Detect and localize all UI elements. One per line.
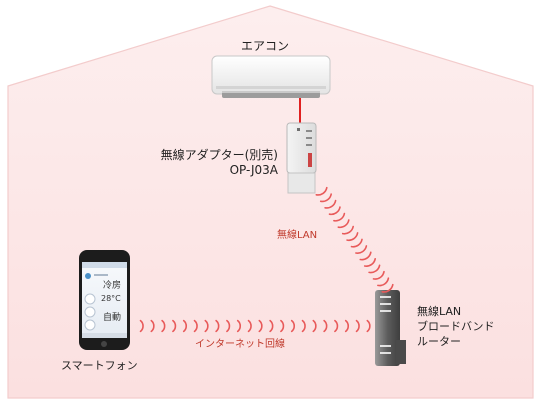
phone-mode-text: 冷房 bbox=[103, 281, 122, 291]
wave-arc bbox=[161, 319, 166, 333]
router bbox=[375, 290, 406, 366]
wave-arc bbox=[236, 319, 242, 333]
wave-arc bbox=[344, 319, 350, 333]
wave-arc bbox=[359, 251, 372, 261]
wave-arc bbox=[363, 258, 376, 267]
wave-arc bbox=[333, 212, 346, 222]
adapter-model-label: OP-J03A bbox=[229, 163, 278, 177]
wave-arc bbox=[337, 219, 350, 229]
wave-arc bbox=[280, 319, 285, 333]
wave-arc bbox=[301, 319, 306, 333]
wave-arc bbox=[372, 270, 385, 280]
wireless-lan-waves bbox=[315, 186, 394, 293]
wave-arc bbox=[350, 238, 363, 248]
phone-temperature-text: 28°C bbox=[101, 294, 121, 303]
wave-arc bbox=[319, 193, 332, 203]
wave-arc bbox=[226, 319, 231, 333]
aircon-label: エアコン bbox=[241, 39, 290, 53]
wave-arc bbox=[377, 277, 390, 287]
smartphone bbox=[79, 250, 130, 350]
wave-arc bbox=[182, 319, 188, 333]
wave-arc bbox=[150, 319, 155, 333]
router-label-line2: ブロードバンド bbox=[417, 320, 495, 333]
wave-arc bbox=[368, 264, 381, 274]
phone-fan-text: 自動 bbox=[103, 313, 122, 323]
wave-arc bbox=[139, 319, 144, 333]
wave-arc bbox=[193, 319, 198, 333]
air-conditioner bbox=[211, 55, 331, 98]
internet-line-label: インターネット回線 bbox=[195, 339, 285, 350]
wireless-lan-label: 無線LAN bbox=[277, 230, 318, 241]
wave-arc bbox=[315, 186, 328, 196]
wave-arc bbox=[215, 319, 220, 333]
wave-arc bbox=[334, 319, 339, 333]
wave-arc bbox=[323, 319, 328, 333]
wave-arc bbox=[346, 232, 359, 242]
wave-arc bbox=[366, 319, 371, 333]
wave-arc bbox=[381, 283, 394, 293]
wave-arc bbox=[312, 319, 317, 333]
internet-line-waves bbox=[139, 319, 371, 333]
wave-arc bbox=[355, 319, 360, 333]
router-label-line3: ルーター bbox=[417, 335, 461, 348]
wave-arc bbox=[324, 199, 337, 209]
wave-arc bbox=[290, 319, 296, 333]
wave-arc bbox=[204, 319, 209, 333]
router-label-line1: 無線LAN bbox=[417, 305, 462, 318]
wave-arc bbox=[355, 245, 368, 254]
wave-arc bbox=[341, 225, 354, 235]
wireless-adapter bbox=[286, 122, 317, 194]
house-shape bbox=[7, 5, 534, 399]
smartphone-label: スマートフォン bbox=[61, 359, 138, 372]
wave-arc bbox=[247, 319, 252, 333]
adapter-name-label: 無線アダプター(別売) bbox=[160, 148, 278, 162]
wave-arc bbox=[258, 319, 263, 333]
wave-arc bbox=[328, 206, 341, 216]
wave-arc bbox=[172, 319, 177, 333]
wave-arc bbox=[269, 319, 274, 333]
